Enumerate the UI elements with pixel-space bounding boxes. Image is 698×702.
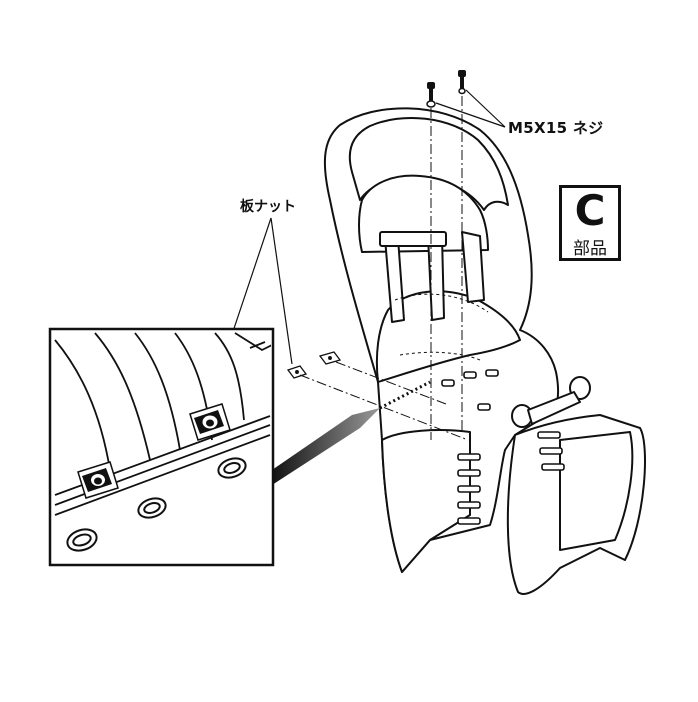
harness-strap-right (427, 235, 445, 321)
harness-strap-side (461, 231, 485, 303)
hidden-seat-outline (394, 293, 489, 361)
footrest-inner (559, 431, 634, 551)
seat-front-body (381, 429, 471, 573)
callout-wedge (272, 408, 380, 485)
inset-plate-nut-right (189, 403, 231, 441)
seat-slots (441, 369, 565, 525)
screw-label: M5X15 ネジ (508, 119, 604, 137)
plate-nut-label: 板ナット (240, 199, 296, 215)
screw-right (458, 70, 466, 93)
detail-inset (48, 327, 275, 567)
screw-left (427, 82, 435, 105)
inset-slot-holes (66, 457, 247, 552)
plate-nut-icon (286, 351, 342, 379)
harness-buckle (379, 231, 447, 247)
screw-icon (427, 70, 466, 105)
washer-left (426, 100, 436, 108)
washer-right (458, 87, 466, 95)
screw-axis-lines (430, 96, 463, 440)
handle-bar (527, 391, 581, 425)
seat-pan (375, 290, 521, 383)
child-seat-drawing (323, 107, 646, 595)
part-word: 部品 (573, 239, 607, 259)
screw-leader-lines (435, 89, 506, 128)
callout-dots (379, 380, 431, 410)
part-badge: C 部品 (559, 185, 621, 261)
inset-plate-nut-left (77, 461, 119, 499)
nut-axis-lines (299, 361, 469, 441)
part-letter: C (574, 186, 606, 235)
